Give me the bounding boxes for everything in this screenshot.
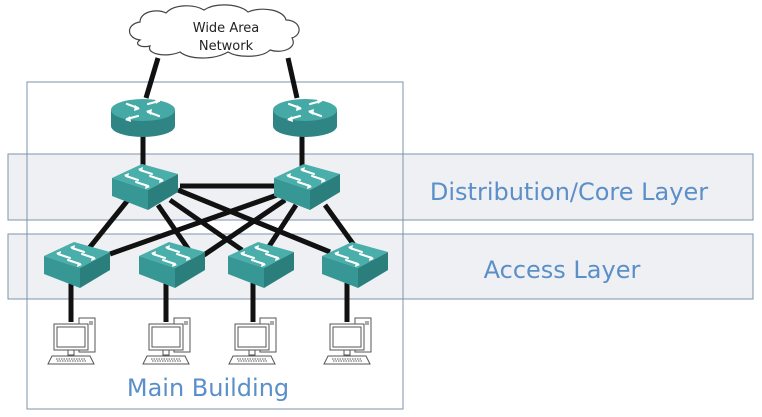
- link-dist-2-access-1: [109, 191, 281, 257]
- router-icon: [271, 96, 339, 139]
- link-dist-2-access-3: [265, 203, 299, 250]
- wan-label-line1: Wide Area: [193, 21, 259, 36]
- pc-4[interactable]: [323, 317, 372, 365]
- pc-2[interactable]: [142, 317, 191, 365]
- wan-cloud[interactable]: Wide Area Network: [128, 4, 300, 59]
- link-wan-router-1: [143, 57, 161, 99]
- link-dist-1-access-2: [155, 203, 192, 252]
- cloud-icon: [128, 4, 300, 59]
- router-icon: [109, 96, 177, 139]
- link-dist-1-access-1: [84, 198, 130, 254]
- pc-1[interactable]: [47, 317, 96, 365]
- pc-3[interactable]: [228, 317, 277, 365]
- link-dist-2-access-2: [202, 197, 287, 258]
- main-building-box: [26, 81, 404, 410]
- computer-icon: [47, 317, 96, 365]
- access-layer-label: Access Layer: [484, 256, 641, 284]
- link-wan-router-2: [285, 57, 300, 99]
- router-1[interactable]: [109, 96, 177, 139]
- router-2[interactable]: [271, 96, 339, 139]
- computer-icon: [323, 317, 372, 365]
- main-building-label: Main Building: [127, 374, 289, 402]
- wan-label-line2: Network: [199, 39, 254, 54]
- computer-icon: [228, 317, 277, 365]
- distribution-layer-label: Distribution/Core Layer: [430, 178, 708, 206]
- link-dist-1-access-3: [168, 197, 244, 253]
- computer-icon: [142, 317, 191, 365]
